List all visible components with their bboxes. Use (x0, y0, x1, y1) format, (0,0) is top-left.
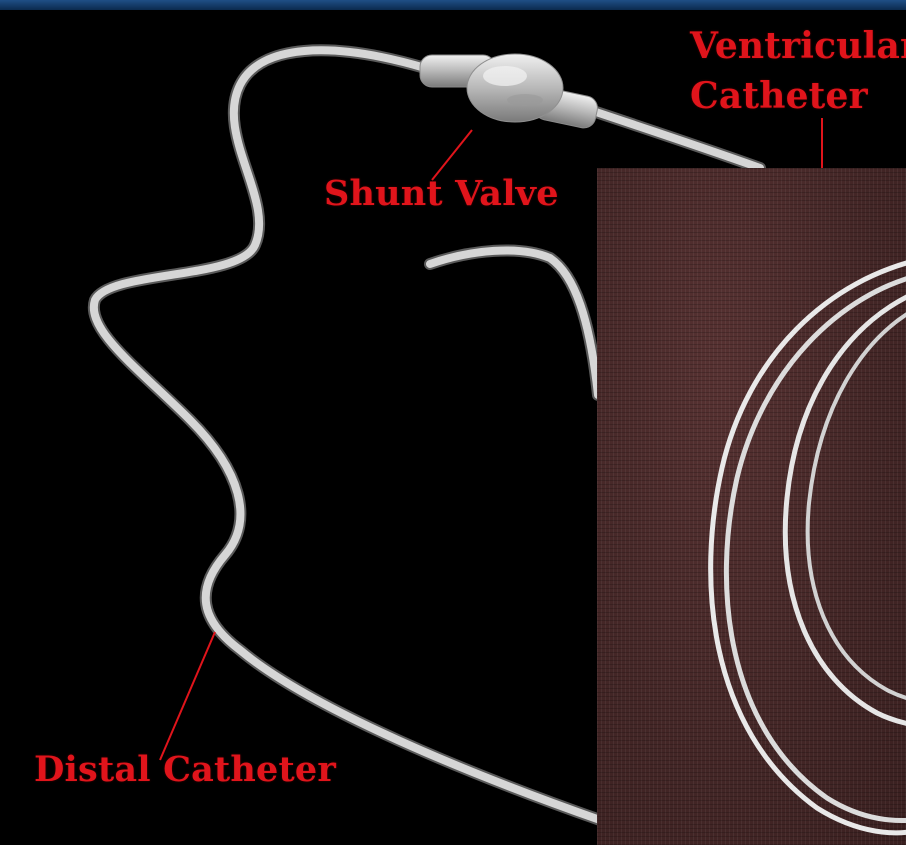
catheter-photo-inset (597, 168, 906, 845)
coiled-catheter-photo (597, 168, 906, 845)
distal-catheter-tube (94, 50, 600, 820)
shunt-valve-label: Shunt Valve (324, 176, 559, 211)
distal-leader-line (160, 632, 215, 760)
distal-catheter-tube-highlight (94, 50, 600, 820)
proximal-tube-segment (430, 250, 598, 395)
shunt-valve (420, 54, 600, 130)
distal-catheter-label: Distal Catheter (34, 752, 336, 787)
ventricular-catheter-tube-highlight (590, 110, 760, 168)
ventricular-catheter-label-line2: Catheter (690, 78, 868, 114)
ventricular-catheter-label-line1: Ventricular (690, 28, 906, 64)
